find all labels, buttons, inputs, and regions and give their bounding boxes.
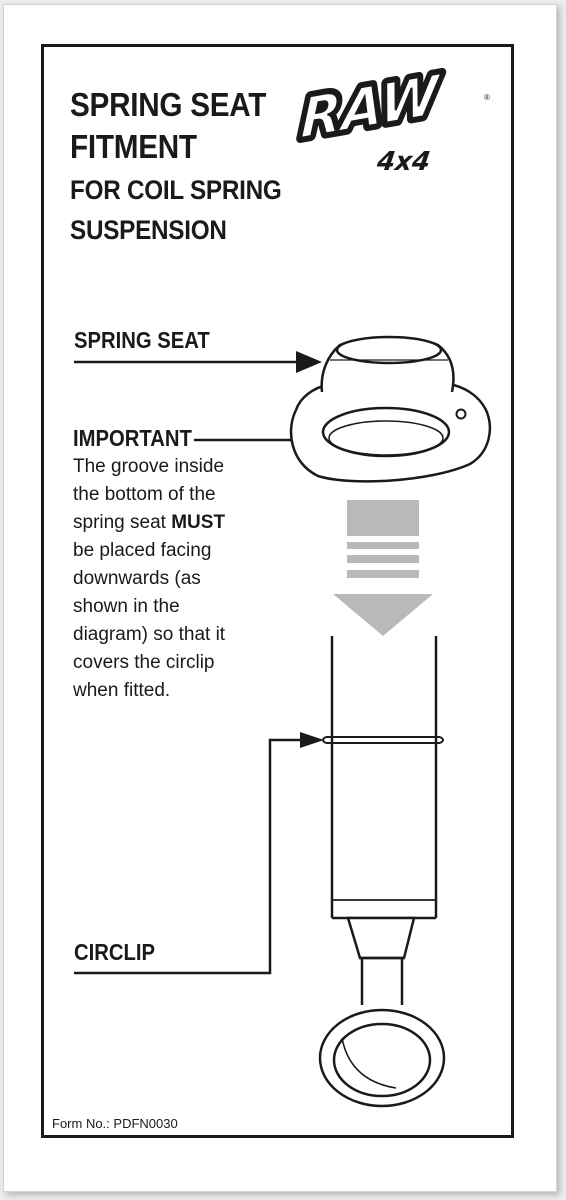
important-text-line: diagram) so that it [73,624,226,645]
important-text-line: covers the circlip [73,652,215,673]
raw-logo: RAW RAW 4x4 ® [295,57,490,177]
spring-seat-drawing [289,335,492,483]
important-text-fragment: spring seat [73,512,172,533]
raw-logo-sub: 4x4 [374,147,432,177]
important-text: The groove inside the bottom of the spri… [73,453,225,705]
title-line-2: FITMENT [70,128,197,165]
important-text-line: be placed facing [73,540,212,561]
registered-mark: ® [484,93,490,102]
circlip-arrow [74,732,324,975]
instruction-frame [41,44,514,1138]
instruction-card [3,4,557,1192]
subtitle-line-1: FOR COIL SPRING [70,175,282,205]
must-emphasis: MUST [171,512,226,533]
fitment-direction-arrow [333,500,433,636]
shock-absorber-drawing [318,636,446,1108]
circlip-drawing [322,736,444,744]
important-text-line: the bottom of the [73,484,216,505]
form-number: Form No.: PDFN0030 [52,1116,178,1131]
important-text-line: spring seat MUST [73,509,225,537]
important-text-line: shown in the [73,596,180,617]
spring-seat-arrow [74,351,322,373]
important-text-line: when fitted. [73,680,171,701]
important-label: IMPORTANT [73,425,192,451]
title-line-1: SPRING SEAT [70,86,267,123]
spring-seat-label: SPRING SEAT [74,327,210,353]
subtitle-line-2: SUSPENSION [70,215,227,245]
raw-logo-text: RAW [300,62,443,151]
circlip-label: CIRCLIP [74,939,155,965]
important-text-line: downwards (as [73,568,201,589]
important-text-line: The groove inside [73,456,225,477]
